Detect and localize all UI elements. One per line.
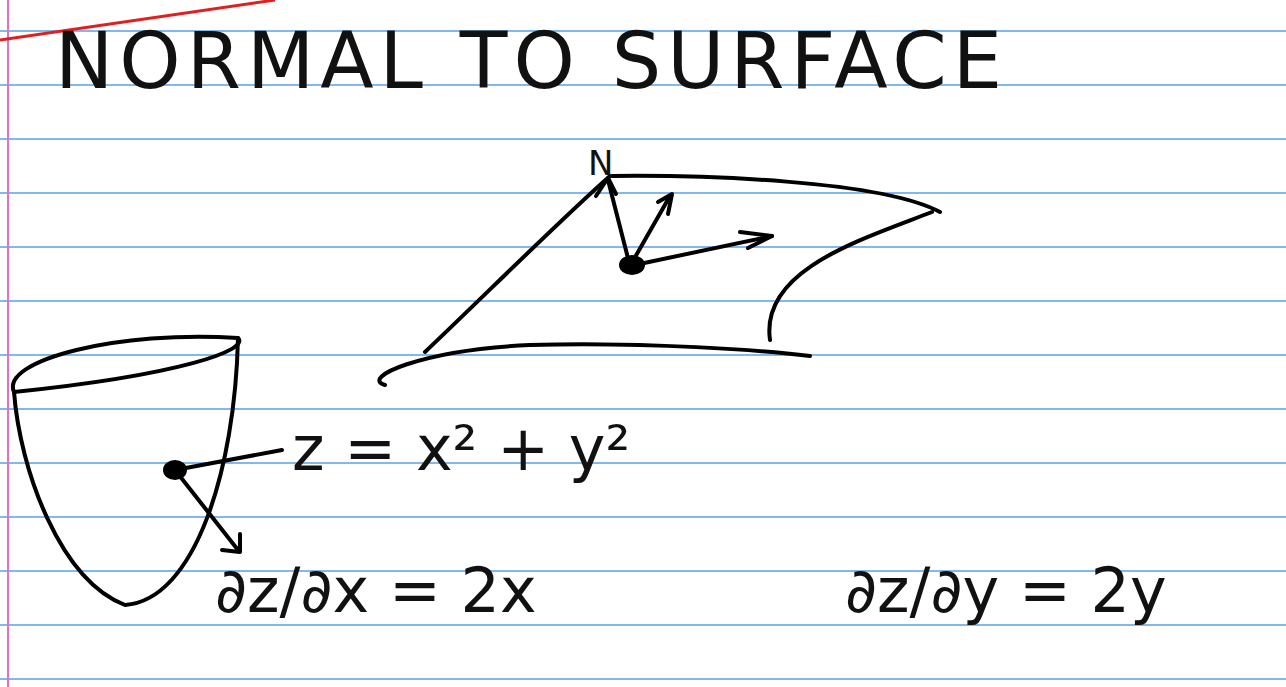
partial-derivative: ∂z/∂x = 2x: [215, 560, 537, 622]
note-title: NORMAL TO SURFACE: [55, 22, 1008, 100]
surface-sketch: [379, 176, 940, 385]
surface-equation: z = x² + y²: [292, 418, 630, 480]
normal-label: N: [588, 146, 613, 180]
partial-derivative: ∂z/∂y = 2y: [845, 560, 1167, 622]
ruled-lines: [0, 31, 1286, 679]
margin-line: [7, 0, 9, 687]
